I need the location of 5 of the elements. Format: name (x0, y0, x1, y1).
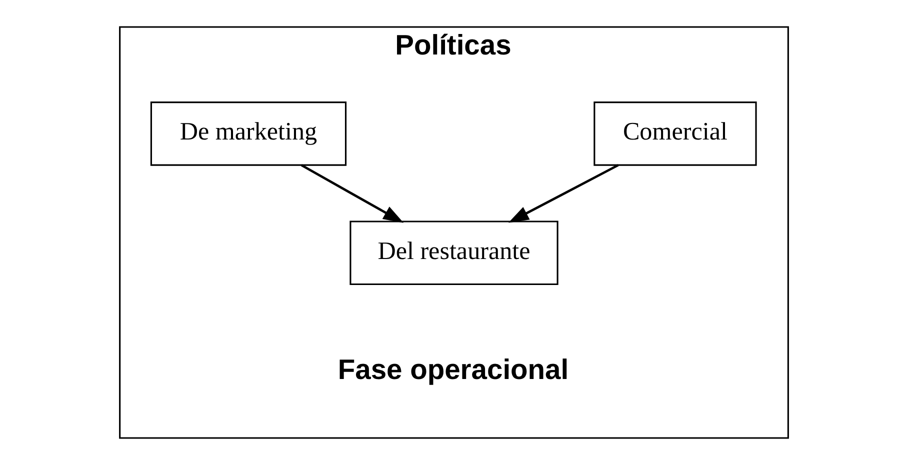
node-box: De marketing (150, 102, 346, 166)
node-box: Comercial (593, 102, 756, 166)
node-box: Del restaurante (349, 220, 558, 286)
arrow (508, 164, 618, 223)
arrow (300, 164, 404, 223)
